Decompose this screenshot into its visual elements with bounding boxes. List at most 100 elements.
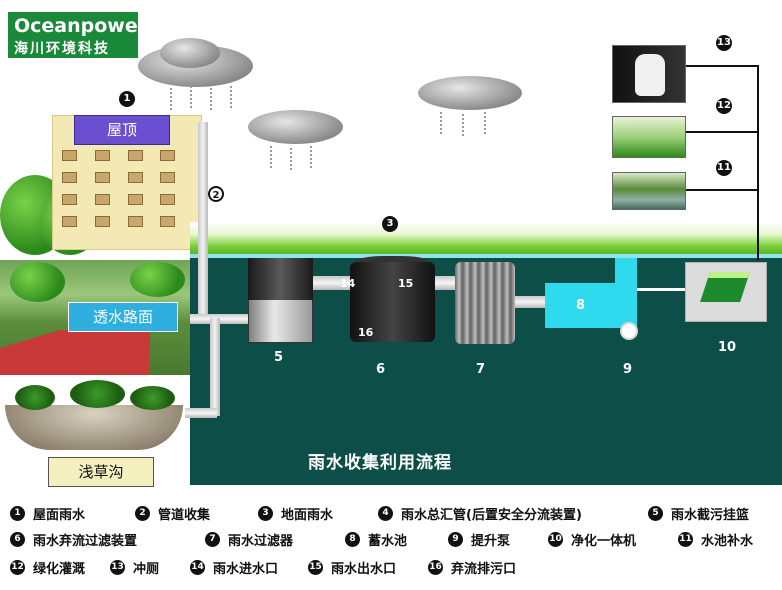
building-window xyxy=(95,172,110,183)
legend-number: 16 xyxy=(428,560,443,575)
cistern-riser xyxy=(615,258,637,328)
swale-pipe xyxy=(185,408,217,418)
legend-text: 弃流排污口 xyxy=(451,562,517,577)
legend-number: 12 xyxy=(10,560,25,575)
roof-label: 屋顶 xyxy=(74,115,170,145)
legend-number: 1 xyxy=(10,506,25,521)
legend-number: 7 xyxy=(205,532,220,547)
marker-10: 10 xyxy=(718,340,737,355)
legend-number: 14 xyxy=(190,560,205,575)
building-window xyxy=(128,216,143,227)
marker-12: 12 xyxy=(716,98,732,114)
legend-number: 4 xyxy=(378,506,393,521)
grass-plant-icon xyxy=(70,380,125,408)
interception-basket-top xyxy=(248,258,313,300)
legend-text: 屋面雨水 xyxy=(33,508,86,523)
building-window xyxy=(95,150,110,161)
marker-11: 11 xyxy=(716,160,732,176)
legend-number: 5 xyxy=(648,506,663,521)
pipe-15 xyxy=(432,276,457,290)
building-window xyxy=(62,194,77,205)
rain-filter xyxy=(455,262,515,344)
marker-5: 5 xyxy=(274,350,284,365)
rain-drops xyxy=(210,88,212,110)
toilet-icon xyxy=(635,54,665,96)
legend-number: 11 xyxy=(678,532,693,547)
pipe-14 xyxy=(313,276,353,290)
diversion-filter xyxy=(350,262,435,342)
marker-3: 3 xyxy=(382,216,398,232)
marker-6: 6 xyxy=(376,362,386,377)
permeable-road-label: 透水路面 xyxy=(68,302,178,332)
rain-drops xyxy=(290,148,292,170)
legend-item-16: 16 弃流排污口 xyxy=(428,558,516,577)
grass-plant-icon xyxy=(15,385,55,410)
rain-drops xyxy=(484,112,486,134)
building-window xyxy=(160,216,175,227)
swale-soil xyxy=(5,405,183,450)
legend-text: 蓄水池 xyxy=(368,534,408,549)
connector-line xyxy=(757,65,759,260)
rain-cloud-icon xyxy=(418,76,522,110)
swale-pipe xyxy=(210,318,220,416)
legend-text: 管道收集 xyxy=(158,508,211,523)
legend-item-11: 11 水池补水 xyxy=(678,530,753,549)
connector-line xyxy=(686,189,758,191)
building-window xyxy=(160,172,175,183)
storage-tank xyxy=(545,283,615,328)
legend-item-1: 1 屋面雨水 xyxy=(10,504,85,523)
legend-text: 冲厕 xyxy=(133,562,160,577)
marker-13: 13 xyxy=(716,35,732,51)
legend-text: 水池补水 xyxy=(701,534,754,549)
rain-drops xyxy=(170,88,172,110)
legend-text: 地面雨水 xyxy=(281,508,334,523)
swale-label: 浅草沟 xyxy=(48,457,154,487)
rain-drops xyxy=(190,86,192,108)
logo-subtitle: 海川环境科技 xyxy=(14,41,110,57)
legend-item-6: 6 雨水弃流过滤装置 xyxy=(10,530,137,549)
tree-icon xyxy=(130,262,185,297)
process-title: 雨水收集利用流程 xyxy=(308,453,452,473)
building-window xyxy=(62,150,77,161)
marker-9: 9 xyxy=(623,362,633,377)
rain-drops xyxy=(230,86,232,108)
building-window xyxy=(128,150,143,161)
legend-item-2: 2 管道收集 xyxy=(135,504,210,523)
tree-icon xyxy=(10,262,65,302)
marker-1: 1 xyxy=(119,91,135,107)
marker-7: 7 xyxy=(476,362,486,377)
rain-drops xyxy=(310,146,312,168)
legend-number: 3 xyxy=(258,506,273,521)
legend-number: 6 xyxy=(10,532,25,547)
collection-pipe xyxy=(190,314,250,324)
legend-text: 提升泵 xyxy=(471,534,511,549)
toilet-photo xyxy=(612,45,686,103)
marker-14: 14 xyxy=(340,277,356,290)
rain-cloud-icon xyxy=(160,38,220,68)
legend-text: 雨水弃流过滤装置 xyxy=(33,534,138,549)
rain-drops xyxy=(440,112,442,134)
building-window xyxy=(95,216,110,227)
legend-number: 2 xyxy=(135,506,150,521)
rain-cloud-icon xyxy=(248,110,343,144)
marker-16: 16 xyxy=(358,326,374,339)
grass-plant-icon xyxy=(130,386,175,410)
legend-text: 绿化灌溉 xyxy=(33,562,86,577)
logo-name: Oceanpower xyxy=(14,15,148,37)
building-window xyxy=(95,194,110,205)
connector-line xyxy=(686,131,758,133)
building-window xyxy=(62,172,77,183)
rain-drops xyxy=(462,114,464,136)
marker-8: 8 xyxy=(576,298,586,313)
legend-number: 13 xyxy=(110,560,125,575)
legend-text: 雨水出水口 xyxy=(331,562,397,577)
lift-pump-icon xyxy=(620,322,638,340)
